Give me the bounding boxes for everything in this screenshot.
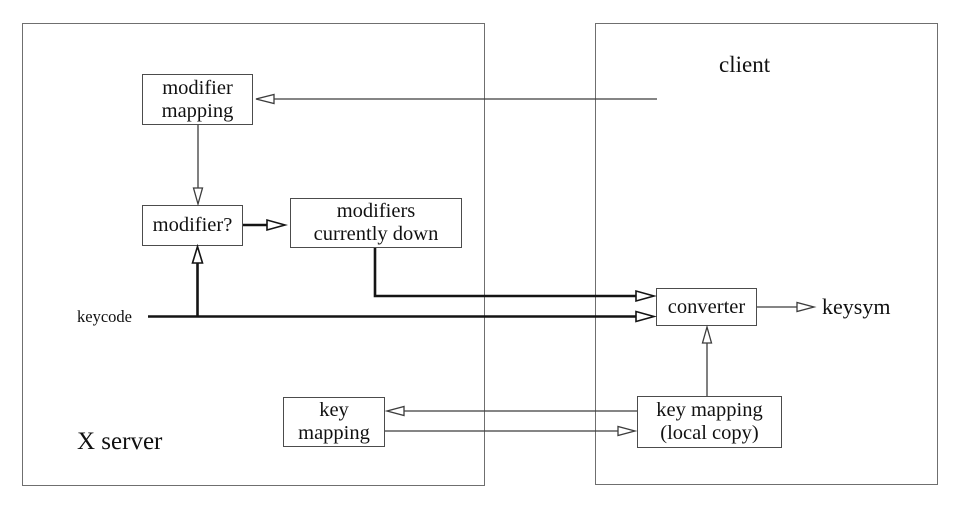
node-key-mapping-local-copy: key mapping (local copy) [637,396,782,448]
x-server-container [22,23,485,486]
x-server-label: X server [77,428,163,455]
node-converter: converter [656,288,757,326]
node-modifier-question: modifier? [142,205,243,246]
keycode-label: keycode [77,307,132,326]
node-modifiers-currently-down: modifiers currently down [290,198,462,248]
node-modifier-mapping: modifier mapping [142,74,253,125]
client-label: client [719,52,771,77]
keysym-label: keysym [822,294,891,319]
node-key-mapping: key mapping [283,397,385,447]
